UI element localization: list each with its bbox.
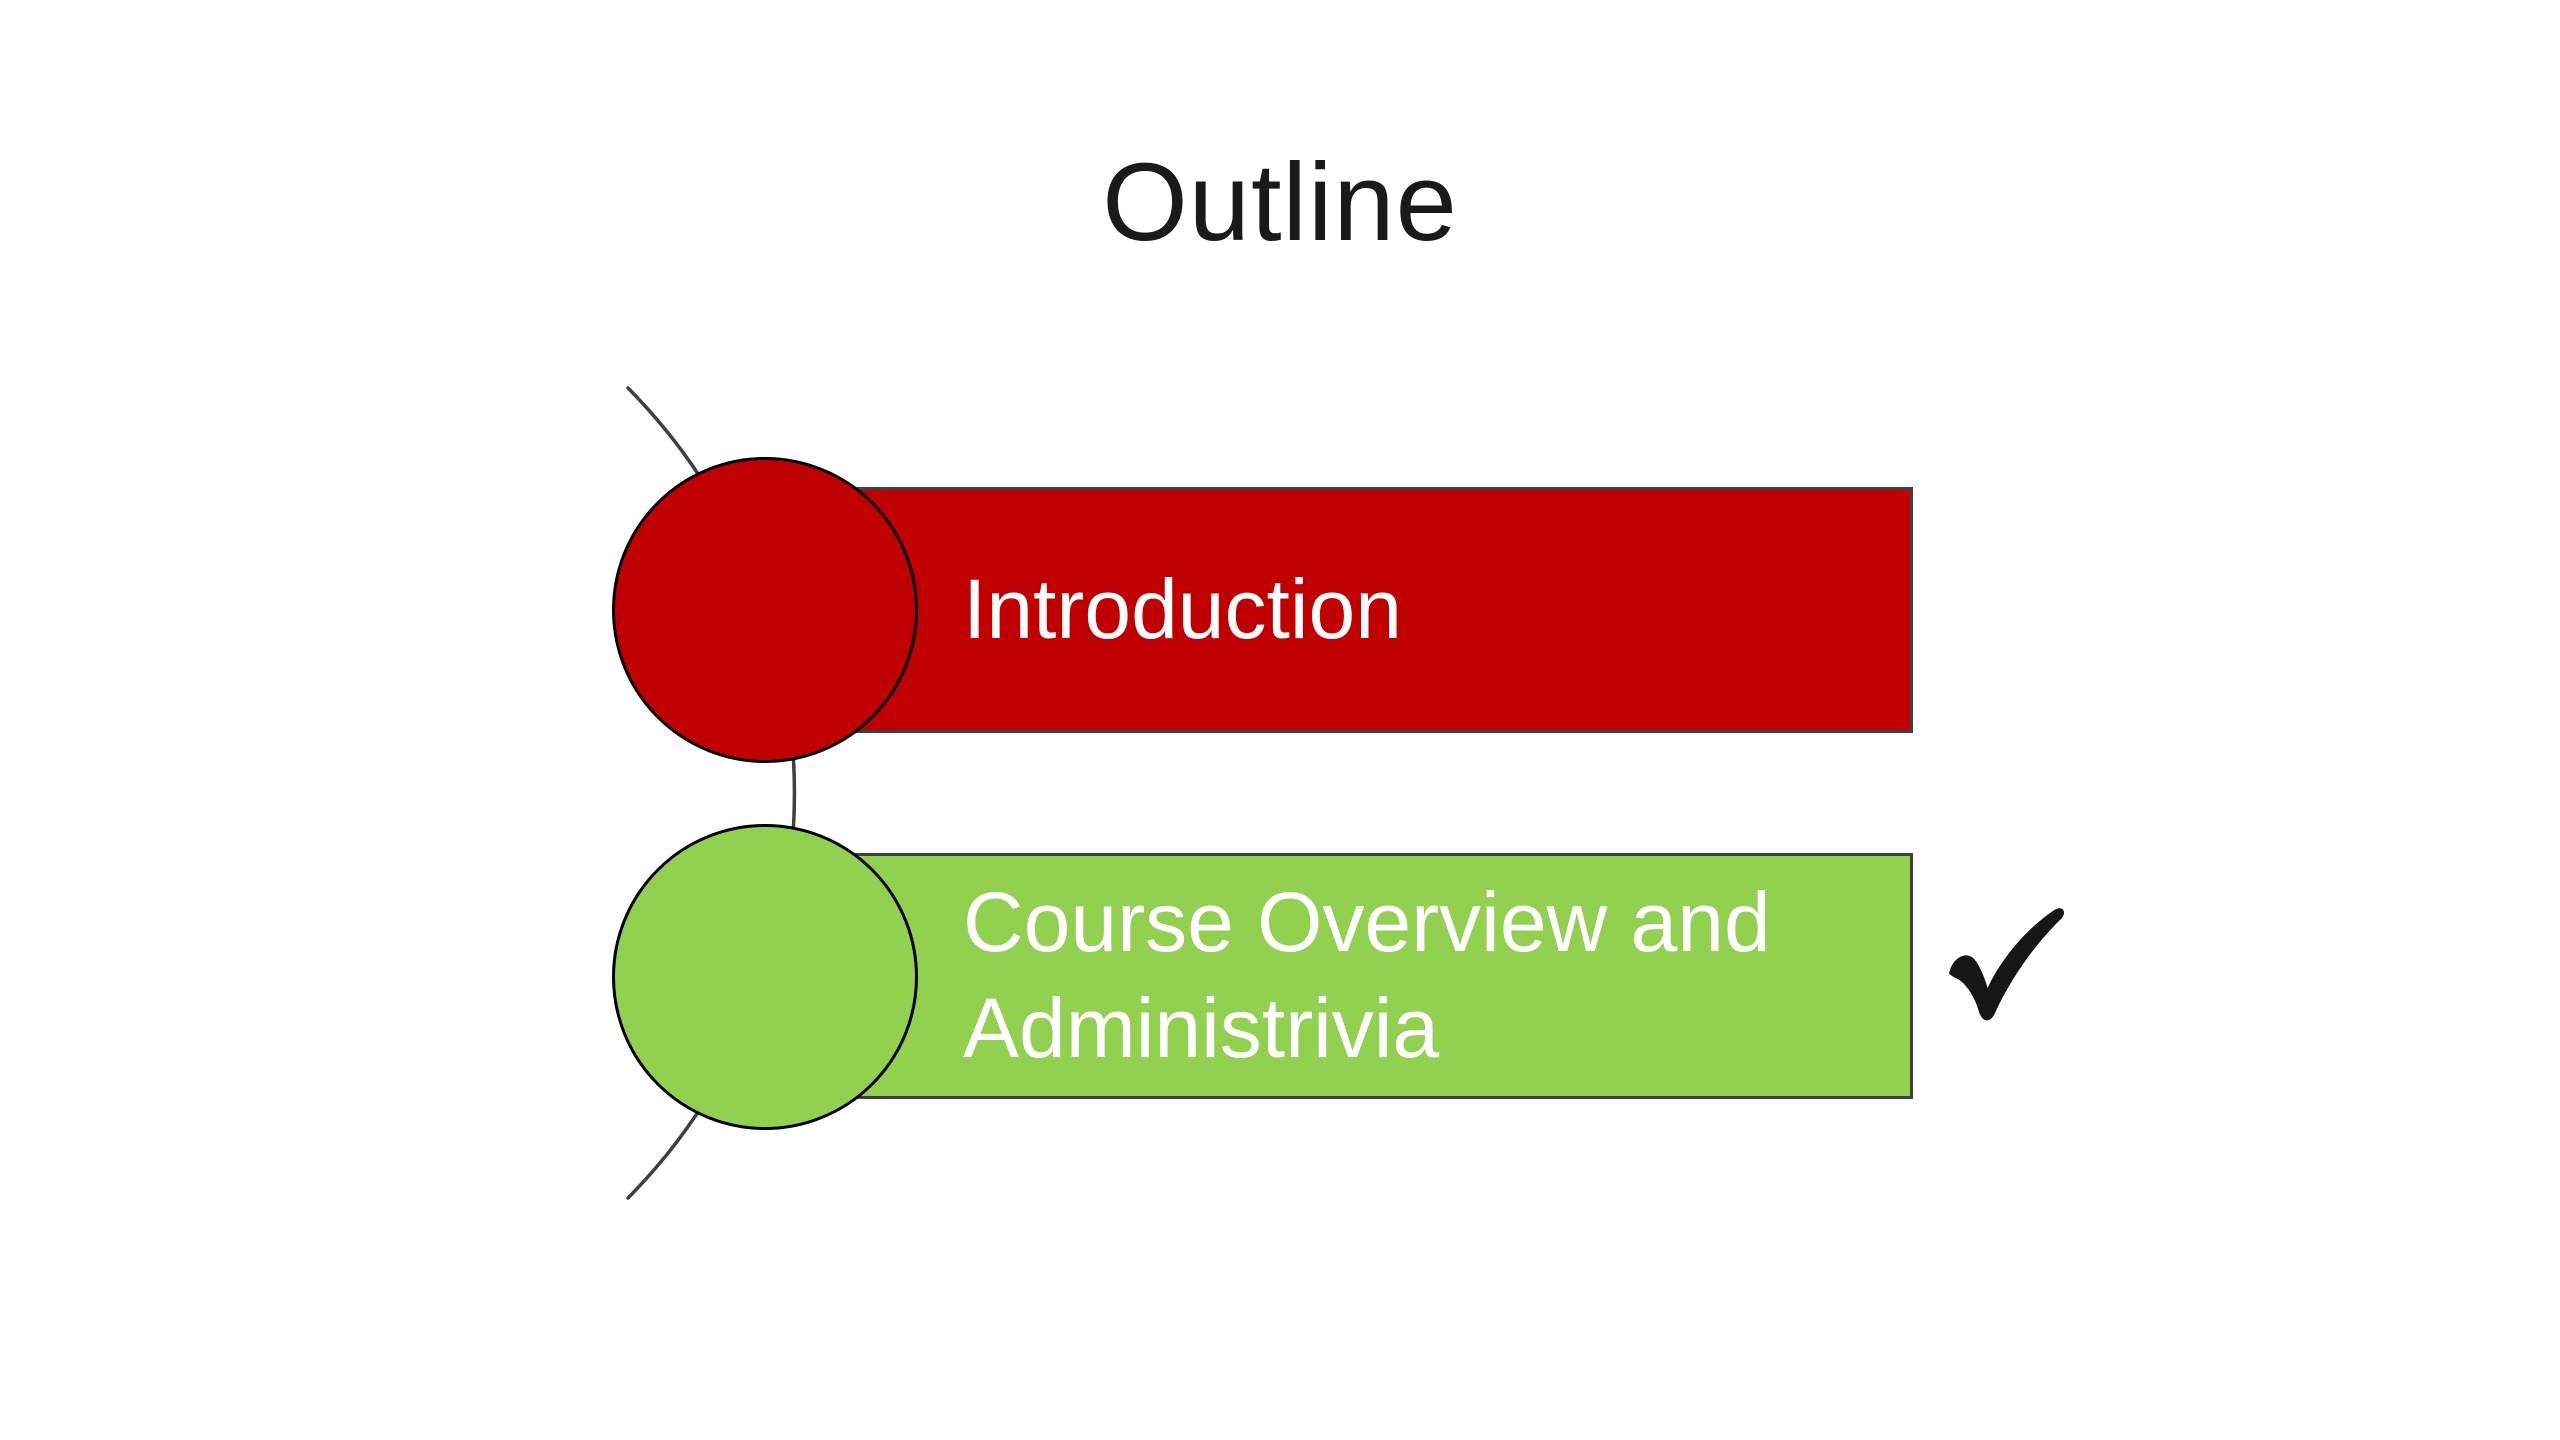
agenda-item-label: Introduction <box>963 562 1402 657</box>
agenda-bar-course-overview: Course Overview and Administrivia <box>800 853 1913 1099</box>
checkmark-icon <box>1940 903 2075 1031</box>
agenda-item-label: Course Overview and Administrivia <box>963 875 1771 1075</box>
agenda-marker-circle <box>612 824 918 1130</box>
checkmark-glyph <box>1949 908 2065 1021</box>
agenda-bar-introduction: Introduction <box>800 487 1913 733</box>
agenda-marker-circle <box>612 457 918 763</box>
slide-title: Outline <box>1102 141 1458 264</box>
